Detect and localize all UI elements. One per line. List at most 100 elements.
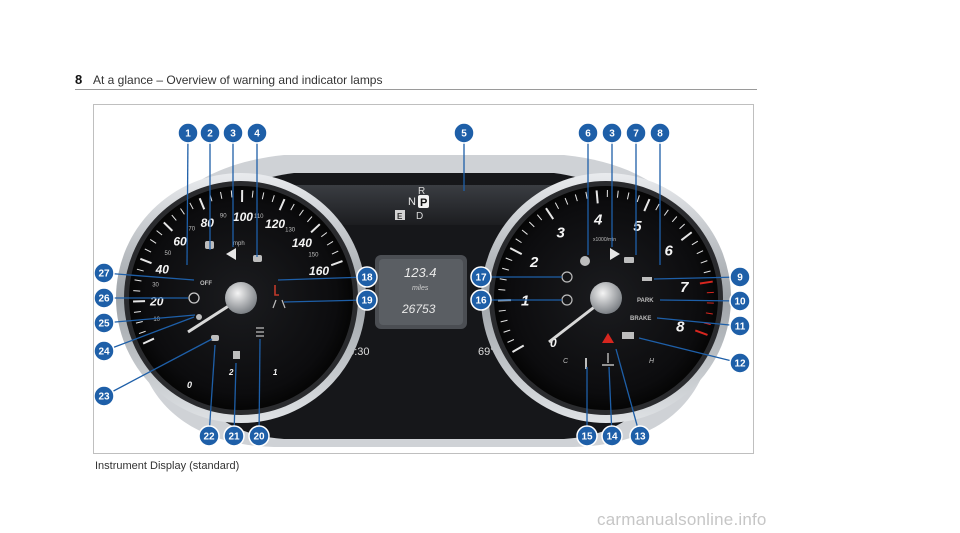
instrument-cluster-illustration: R N P D E 123.4 miles 26753 10:30 69°F 2… xyxy=(94,122,751,447)
rear-fog-lamp-icon xyxy=(256,327,264,337)
tachometer-tick xyxy=(528,221,535,228)
eco-badge-box xyxy=(395,210,405,220)
callout-number: 1 xyxy=(185,129,191,140)
tachometer-tick xyxy=(655,203,660,211)
tachometer-tick xyxy=(521,229,528,235)
callout-number: 15 xyxy=(581,432,593,443)
eco-badge: E xyxy=(397,212,403,221)
tachometer-tick xyxy=(585,191,588,199)
speedometer-major-label: 160 xyxy=(309,264,329,278)
speedometer-hub xyxy=(225,282,257,314)
callout-number: 23 xyxy=(98,392,110,403)
speedometer-minor-label: 130 xyxy=(285,228,296,234)
callout-marker: 17 xyxy=(470,266,492,288)
speedometer-major-label: 140 xyxy=(292,236,312,250)
tachometer-label: 7 xyxy=(680,279,689,296)
callout-marker: 6 xyxy=(577,122,599,144)
coolant-lamp-icon xyxy=(602,353,614,366)
header-divider xyxy=(75,89,757,90)
callout-number: 13 xyxy=(634,432,646,443)
page-title: At a glance – Overview of warning and in… xyxy=(93,73,383,87)
callout-number: 3 xyxy=(230,129,236,140)
callout-leader-line xyxy=(258,338,261,437)
fuel-scale-mark-a: 2 xyxy=(228,368,234,377)
callout-leader-line xyxy=(283,299,368,303)
speedometer-tick xyxy=(156,230,163,236)
callout-marker: 3 xyxy=(601,122,623,144)
tachometer-tick xyxy=(515,238,522,244)
callout-marker: 4 xyxy=(246,122,268,144)
tachometer-tick xyxy=(705,312,713,315)
callout-number: 4 xyxy=(254,129,260,140)
speedometer-minor-label: 70 xyxy=(188,227,195,233)
callout-number: 8 xyxy=(657,129,663,140)
callout-marker: 20 xyxy=(248,425,270,447)
callout-marker: 25 xyxy=(94,312,115,334)
gear-p: P xyxy=(420,197,427,209)
speedometer-major-label: 40 xyxy=(155,262,170,276)
callout-number: 6 xyxy=(585,129,591,140)
callout-marker: 13 xyxy=(629,425,651,447)
callout-marker: 24 xyxy=(94,340,115,362)
speedometer-tick xyxy=(133,310,141,313)
page-header: 8 At a glance – Overview of warning and … xyxy=(75,72,758,88)
callout-marker: 3 xyxy=(222,122,244,144)
tachometer-tick xyxy=(680,231,693,241)
figure-caption: Instrument Display (standard) xyxy=(95,460,240,472)
tachometer-tick xyxy=(509,247,523,256)
speedometer-tick xyxy=(326,241,334,246)
tachometer-tick xyxy=(671,216,678,223)
speedometer-major-label: 100 xyxy=(233,210,253,224)
tachometer-label: 2 xyxy=(529,254,539,271)
callout-number: 18 xyxy=(361,273,373,284)
gear-p-box xyxy=(418,195,429,208)
tachometer-tick xyxy=(511,344,525,353)
callout-number: 25 xyxy=(98,319,110,330)
callout-number: 3 xyxy=(609,129,615,140)
speedometer-tick xyxy=(149,239,157,244)
tachometer-tick xyxy=(499,278,507,281)
tachometer-tick xyxy=(643,198,651,212)
callout-number: 9 xyxy=(737,273,743,284)
speedometer-major-label: 80 xyxy=(201,216,215,230)
tachometer-tick xyxy=(663,209,669,216)
speedometer-major-label: 60 xyxy=(173,235,187,249)
coolant-cold-label: C xyxy=(563,358,569,365)
tachometer-tick xyxy=(696,250,704,255)
tachometer-tick xyxy=(554,202,560,210)
speedometer-unit: mph xyxy=(233,241,245,247)
callout-marker: 15 xyxy=(576,425,598,447)
turn-left-lamp-icon xyxy=(226,248,236,260)
speedometer-tick xyxy=(320,232,328,238)
callout-marker: 12 xyxy=(729,352,751,374)
callout-number: 19 xyxy=(361,296,373,307)
speedometer-tick xyxy=(135,320,143,324)
callout-marker: 9 xyxy=(729,266,751,288)
callout-marker: 2 xyxy=(199,122,221,144)
tachometer-unit: x1000/min xyxy=(593,237,616,243)
callout-number: 20 xyxy=(253,432,265,443)
trip-value: 123.4 xyxy=(404,265,437,280)
warning-triangle-lamp-icon xyxy=(602,333,614,343)
speedometer-tick xyxy=(134,279,142,282)
trip-unit: miles xyxy=(412,285,429,292)
callout-marker: 23 xyxy=(94,385,115,407)
tachometer-tick xyxy=(700,260,708,264)
callout-number: 27 xyxy=(98,269,110,280)
tachometer-tick xyxy=(636,195,640,203)
speedometer-tick xyxy=(220,191,223,199)
tachometer-tick xyxy=(564,197,569,205)
speedometer-tick xyxy=(298,209,304,216)
tachometer-tick xyxy=(694,329,708,336)
instrument-display-figure: R N P D E 123.4 miles 26753 10:30 69°F 2… xyxy=(93,104,754,454)
callout-marker: 8 xyxy=(649,122,671,144)
headlamp-lamp-icon xyxy=(211,335,219,341)
tachometer-tick xyxy=(595,190,599,204)
callout-leader-line xyxy=(103,338,213,397)
callout-number: 21 xyxy=(228,432,240,443)
callout-marker: 19 xyxy=(356,289,378,311)
callout-leader-line xyxy=(103,272,195,281)
callout-marker: 7 xyxy=(625,122,647,144)
speedometer-major-label: 20 xyxy=(149,295,164,309)
callout-leader-line xyxy=(103,314,196,324)
